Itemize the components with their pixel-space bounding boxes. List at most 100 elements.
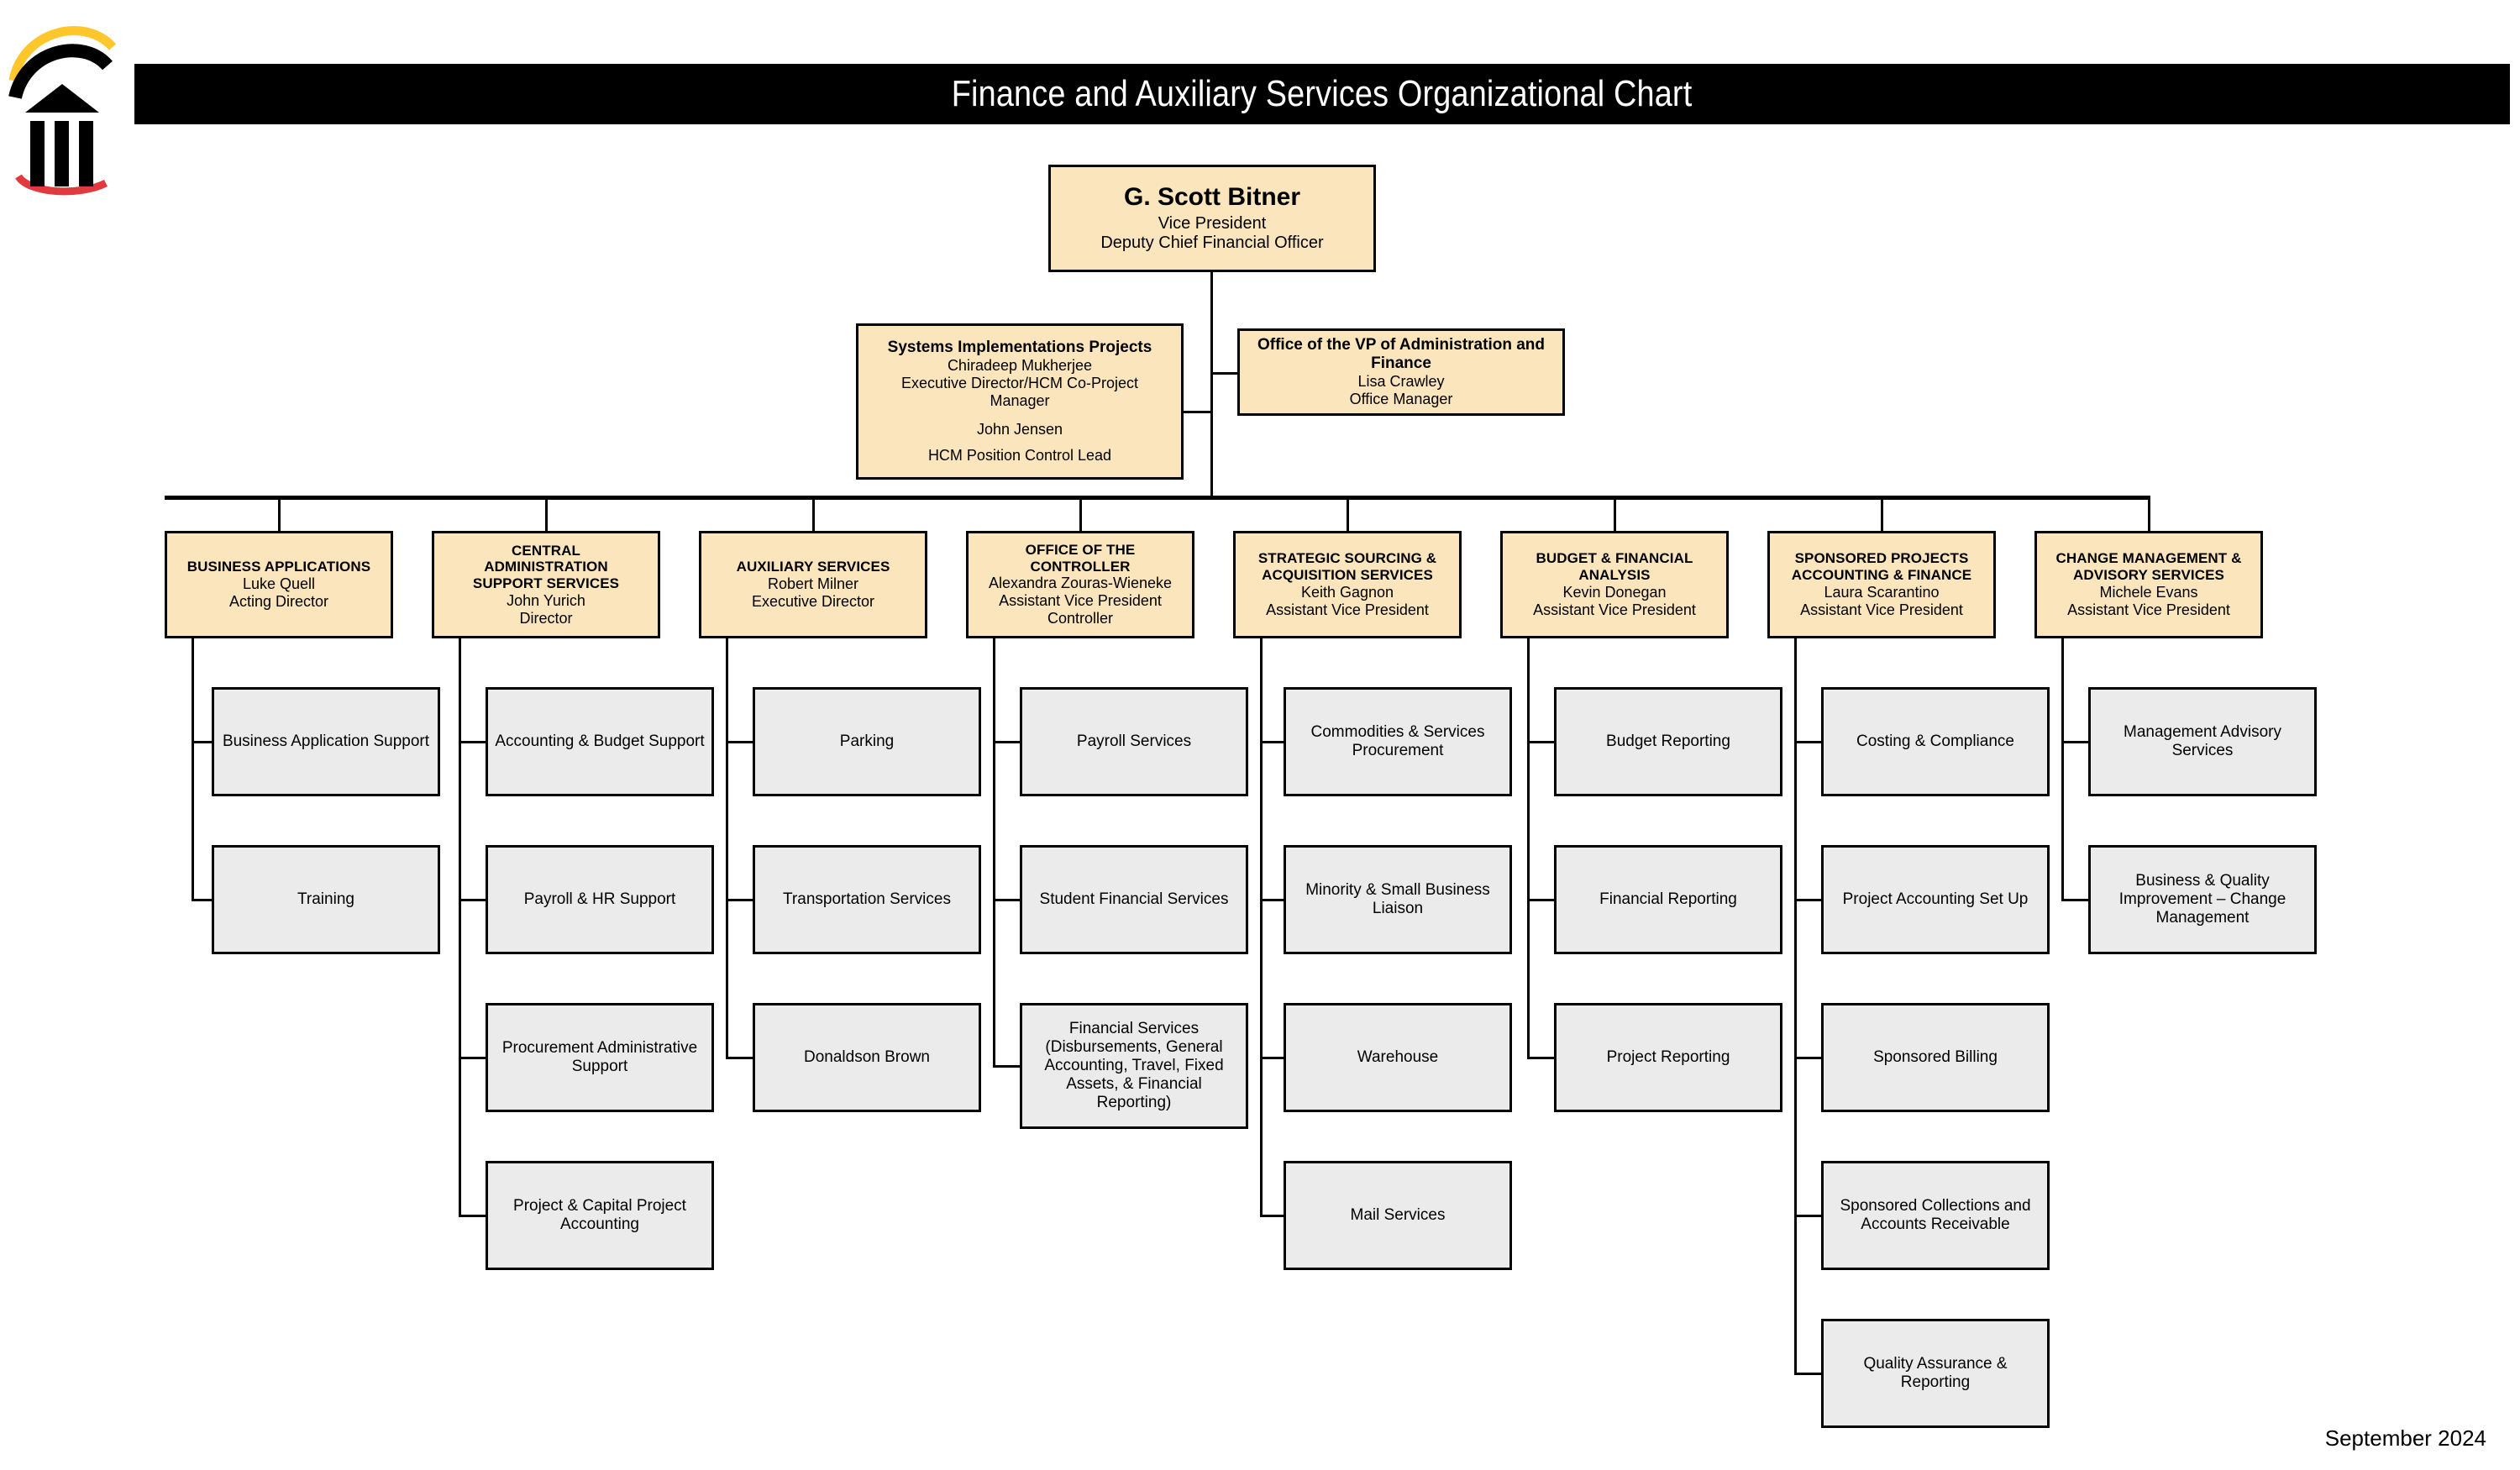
- staff1-person-2: John Jensen: [976, 421, 1063, 438]
- connector-bus-to-sponsored-projects-accounting-finance: [1881, 496, 1883, 531]
- unit-label: Payroll Services: [1076, 732, 1192, 750]
- node-unit-budget-financial-analysis-3[interactable]: Project Reporting: [1554, 1003, 1782, 1112]
- title-banner: Finance and Auxiliary Services Organizat…: [134, 64, 2510, 124]
- node-unit-sponsored-projects-accounting-finance-4[interactable]: Sponsored Collections and Accounts Recei…: [1821, 1161, 2050, 1270]
- unit-label: Commodities & Services Procurement: [1310, 722, 1485, 759]
- connector-stub-change-management-advisory-services-2: [2061, 899, 2088, 901]
- dept-change-management-advisory-services-person: Michele Evans: [2099, 583, 2198, 601]
- dept-business-applications-role: Acting Director: [228, 592, 329, 610]
- node-unit-auxiliary-services-3[interactable]: Donaldson Brown: [753, 1003, 981, 1112]
- unit-label: Costing & Compliance: [1856, 732, 2014, 750]
- connector-stub-budget-financial-analysis-2: [1527, 899, 1554, 901]
- node-unit-strategic-sourcing-acquisition-services-2[interactable]: Minority & Small Business Liaison: [1284, 845, 1512, 954]
- node-unit-sponsored-projects-accounting-finance-2[interactable]: Project Accounting Set Up: [1821, 845, 2050, 954]
- dept-sponsored-projects-accounting-finance-unit-line-1: SPONSORED PROJECTS: [1794, 550, 1969, 567]
- node-unit-strategic-sourcing-acquisition-services-4[interactable]: Mail Services: [1284, 1161, 1512, 1270]
- page-title: Finance and Auxiliary Services Organizat…: [952, 73, 1693, 114]
- dept-office-of-the-controller-role-2: Controller: [1047, 610, 1114, 627]
- staff2-person: Lisa Crawley: [1357, 373, 1445, 391]
- node-unit-central-administration-support-services-4[interactable]: Project & Capital Project Accounting: [486, 1161, 714, 1270]
- node-unit-sponsored-projects-accounting-finance-5[interactable]: Quality Assurance & Reporting: [1821, 1319, 2050, 1428]
- connector-stub-central-administration-support-services-2: [459, 899, 486, 901]
- unit-label: Project Reporting: [1606, 1047, 1730, 1066]
- node-unit-central-administration-support-services-2[interactable]: Payroll & HR Support: [486, 845, 714, 954]
- connector-stub-strategic-sourcing-acquisition-services-3: [1260, 1057, 1284, 1059]
- node-unit-change-management-advisory-services-2[interactable]: Business & Quality Improvement – Change …: [2088, 845, 2317, 954]
- node-unit-auxiliary-services-2[interactable]: Transportation Services: [753, 845, 981, 954]
- node-unit-strategic-sourcing-acquisition-services-3[interactable]: Warehouse: [1284, 1003, 1512, 1112]
- node-unit-budget-financial-analysis-2[interactable]: Financial Reporting: [1554, 845, 1782, 954]
- root-name: G. Scott Bitner: [1123, 183, 1300, 212]
- node-unit-office-of-the-controller-2[interactable]: Student Financial Services: [1020, 845, 1248, 954]
- staff1-person-1: Chiradeep Mukherjee: [947, 356, 1093, 374]
- node-unit-auxiliary-services-1[interactable]: Parking: [753, 687, 981, 796]
- node-unit-strategic-sourcing-acquisition-services-1[interactable]: Commodities & Services Procurement: [1284, 687, 1512, 796]
- dept-budget-financial-analysis-unit-line-2: ANALYSIS: [1578, 567, 1651, 584]
- university-columns-logo: [7, 3, 124, 197]
- unit-label: Donaldson Brown: [804, 1047, 930, 1066]
- unit-label: Procurement Administrative Support: [501, 1038, 698, 1075]
- dept-business-applications-person: Luke Quell: [242, 575, 316, 592]
- connector-stub-change-management-advisory-services-1: [2061, 741, 2088, 743]
- node-unit-change-management-advisory-services-1[interactable]: Management Advisory Services: [2088, 687, 2317, 796]
- node-staff-systems-implementations[interactable]: Systems Implementations Projects Chirade…: [856, 323, 1184, 480]
- dept-office-of-the-controller-unit-line-2: CONTROLLER: [1030, 558, 1131, 575]
- unit-label: Budget Reporting: [1606, 732, 1730, 750]
- unit-label: Accounting & Budget Support: [495, 732, 705, 750]
- connector-stub-budget-financial-analysis-1: [1527, 741, 1554, 743]
- connector-stub-budget-financial-analysis-3: [1527, 1057, 1554, 1059]
- connector-spine-strategic-sourcing-acquisition-services: [1260, 638, 1263, 1215]
- dept-central-administration-support-services-role: Director: [519, 609, 573, 627]
- connector-spine-office-of-the-controller: [993, 638, 995, 1066]
- dept-central-administration-support-services-unit-line-2: ADMINISTRATION: [484, 559, 608, 575]
- dept-sponsored-projects-accounting-finance-unit-line-2: ACCOUNTING & FINANCE: [1791, 567, 1972, 584]
- connector-root-trunk: [1210, 272, 1213, 497]
- connector-spine-auxiliary-services: [726, 638, 728, 1058]
- node-department-strategic-sourcing-acquisition-services[interactable]: STRATEGIC SOURCING &ACQUISITION SERVICES…: [1233, 531, 1462, 638]
- dept-auxiliary-services-role: Executive Director: [751, 592, 875, 610]
- staff2-role: Office Manager: [1349, 391, 1453, 408]
- node-unit-budget-financial-analysis-1[interactable]: Budget Reporting: [1554, 687, 1782, 796]
- node-unit-business-applications-2[interactable]: Training: [212, 845, 440, 954]
- connector-bus-to-central-administration-support-services: [545, 496, 548, 531]
- root-title-1: Vice President: [1158, 214, 1267, 234]
- node-root-executive[interactable]: G. Scott Bitner Vice President Deputy Ch…: [1048, 165, 1376, 272]
- dept-central-administration-support-services-unit-line-3: SUPPORT SERVICES: [472, 575, 620, 591]
- connector-stub-sponsored-projects-accounting-finance-2: [1794, 899, 1821, 901]
- node-unit-sponsored-projects-accounting-finance-1[interactable]: Costing & Compliance: [1821, 687, 2050, 796]
- unit-label: Business & Quality Improvement – Change …: [2118, 871, 2286, 927]
- node-unit-sponsored-projects-accounting-finance-3[interactable]: Sponsored Billing: [1821, 1003, 2050, 1112]
- staff1-role-2: HCM Position Control Lead: [927, 447, 1112, 465]
- unit-label: Mail Services: [1350, 1205, 1446, 1224]
- unit-label: Student Financial Services: [1039, 890, 1229, 908]
- connector-staff-2: [1210, 372, 1239, 375]
- unit-label: Sponsored Billing: [1873, 1047, 1998, 1066]
- node-unit-central-administration-support-services-3[interactable]: Procurement Administrative Support: [486, 1003, 714, 1112]
- connector-stub-office-of-the-controller-1: [993, 741, 1020, 743]
- node-unit-office-of-the-controller-3[interactable]: Financial Services (Disbursements, Gener…: [1020, 1003, 1248, 1129]
- unit-label: Training: [297, 890, 354, 908]
- connector-stub-office-of-the-controller-2: [993, 899, 1020, 901]
- dept-central-administration-support-services-unit-line-1: CENTRAL: [512, 542, 580, 559]
- connector-staff-1: [1184, 411, 1212, 413]
- node-staff-office-of-vp[interactable]: Office of the VP of Administration and F…: [1237, 328, 1565, 416]
- node-unit-central-administration-support-services-1[interactable]: Accounting & Budget Support: [486, 687, 714, 796]
- connector-stub-auxiliary-services-3: [726, 1057, 753, 1059]
- connector-stub-office-of-the-controller-3: [993, 1065, 1020, 1068]
- node-unit-office-of-the-controller-1[interactable]: Payroll Services: [1020, 687, 1248, 796]
- connector-spine-change-management-advisory-services: [2061, 638, 2064, 900]
- dept-central-administration-support-services-person: John Yurich: [507, 591, 585, 609]
- dept-office-of-the-controller-unit-line-1: OFFICE OF THE: [1025, 541, 1136, 558]
- unit-label: Quality Assurance & Reporting: [1863, 1354, 2008, 1391]
- unit-label: Payroll & HR Support: [523, 890, 676, 908]
- node-unit-business-applications-1[interactable]: Business Application Support: [212, 687, 440, 796]
- connector-stub-auxiliary-services-1: [726, 741, 753, 743]
